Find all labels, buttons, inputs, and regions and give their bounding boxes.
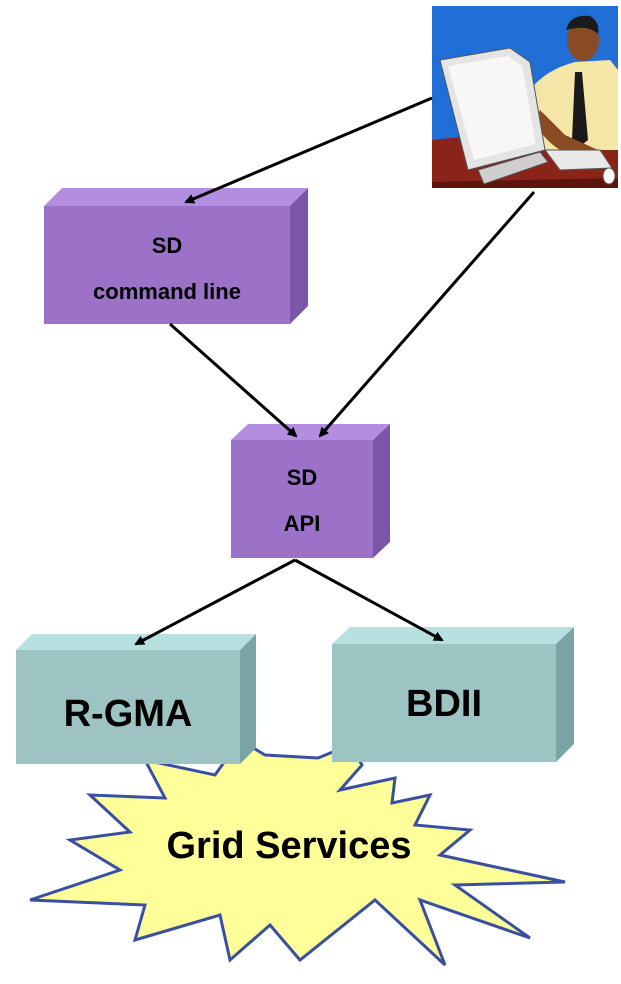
sd-cli-line2: command line: [93, 279, 241, 304]
sd-api-line1: SD: [287, 465, 318, 490]
bdii-label: BDII: [406, 683, 482, 725]
sd-api-line2: API: [284, 511, 321, 536]
sd-command-line-box: SD command line: [44, 188, 308, 324]
arrow-user-to-cli: [184, 96, 433, 204]
grid-services-label: Grid Services: [166, 825, 411, 867]
rgma-label: R-GMA: [64, 693, 193, 735]
user-at-computer-icon: [432, 6, 618, 188]
rgma-box: R-GMA: [16, 634, 256, 764]
sd-api-box: SD API: [231, 424, 390, 558]
arrow-api-to-bdii: [294, 558, 444, 642]
arrow-cli-to-api: [169, 322, 298, 438]
connector-arrows: [134, 96, 536, 646]
sd-cli-line1: SD: [152, 233, 183, 258]
arrow-user-to-api: [318, 191, 536, 438]
arrow-api-to-rgma: [134, 558, 296, 646]
grid-services-starburst: Grid Services: [29, 738, 566, 967]
bdii-box: BDII: [332, 627, 574, 762]
